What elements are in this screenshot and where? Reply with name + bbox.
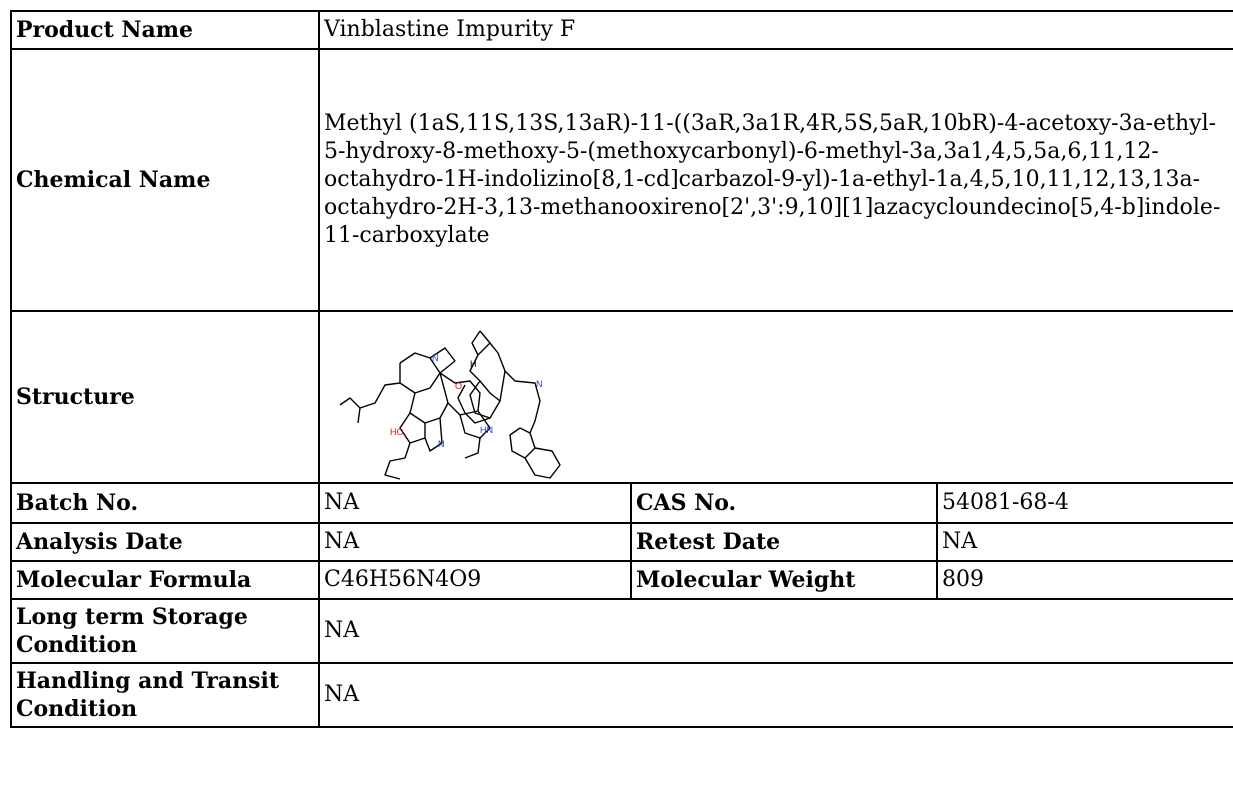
value-molecular-formula: C46H56N4O9 [318,560,632,600]
chemical-structure-image: HN N N N HO O H [339,330,561,480]
atom-h: H [470,359,477,369]
value-handling-condition: NA [318,662,1233,728]
label-cas-no: CAS No. [630,482,938,524]
atom-n-upper: N [536,379,543,389]
value-cas-no: 54081-68-4 [936,482,1233,524]
row-structure: Structure [10,310,1233,484]
label-storage-condition: Long term Storage Condition [10,598,320,664]
value-batch-no: NA [318,482,632,524]
label-structure: Structure [10,310,320,484]
row-handling: Handling and Transit Condition NA [10,662,1233,728]
atom-n-core: N [432,353,439,363]
value-retest-date: NA [936,522,1233,562]
label-molecular-weight: Molecular Weight [630,560,938,600]
label-molecular-formula: Molecular Formula [10,560,320,600]
row-batch-cas: Batch No. NA CAS No. 54081-68-4 [10,482,1233,524]
structure-cell: HN N N N HO O H [318,310,1233,484]
label-handling-condition: Handling and Transit Condition [10,662,320,728]
label-analysis-date: Analysis Date [10,522,320,562]
row-product-name: Product Name Vinblastine Impurity F [10,10,1233,50]
row-formula-weight: Molecular Formula C46H56N4O9 Molecular W… [10,560,1233,600]
product-spec-table: Product Name Vinblastine Impurity F Chem… [10,10,1233,728]
label-retest-date: Retest Date [630,522,938,562]
atom-n-lower: N [438,439,445,449]
value-product-name: Vinblastine Impurity F [318,10,1233,50]
value-chemical-name: Methyl (1aS,11S,13S,13aR)-11-((3aR,3a1R,… [318,48,1233,312]
label-product-name: Product Name [10,10,320,50]
structure-image-wrap: HN N N N HO O H [324,317,1229,480]
atom-o-ester: O [455,381,462,391]
atom-ho: HO [390,427,404,437]
value-molecular-weight: 809 [936,560,1233,600]
row-storage: Long term Storage Condition NA [10,598,1233,664]
value-storage-condition: NA [318,598,1233,664]
label-chemical-name: Chemical Name [10,48,320,312]
row-chemical-name: Chemical Name Methyl (1aS,11S,13S,13aR)-… [10,48,1233,312]
row-analysis-retest: Analysis Date NA Retest Date NA [10,522,1233,562]
atom-hn: HN [480,425,493,435]
value-analysis-date: NA [318,522,632,562]
label-batch-no: Batch No. [10,482,320,524]
